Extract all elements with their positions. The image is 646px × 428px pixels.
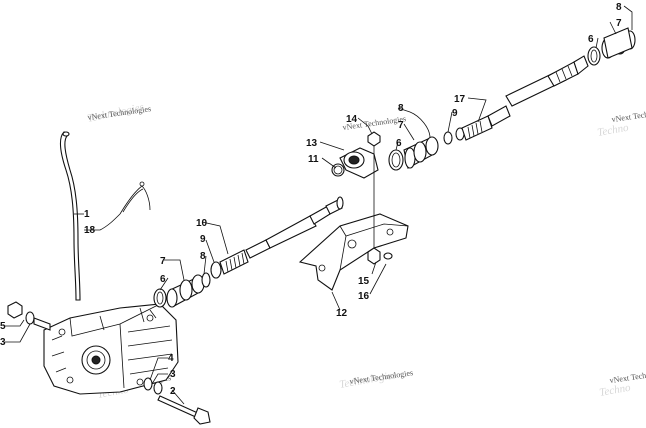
callout-6-left: 6: [160, 274, 166, 285]
callout-7-left: 7: [160, 256, 166, 267]
right-shaft-assembly: [505, 27, 636, 107]
callout-8-center: 8: [398, 103, 404, 114]
left-boot-assembly: [153, 196, 344, 308]
callout-17: 17: [454, 94, 466, 105]
callout-4: 4: [168, 353, 174, 364]
callout-15: 15: [358, 276, 370, 287]
callout-11: 11: [308, 154, 319, 165]
bracket-fasteners: [367, 131, 393, 265]
callout-8-right: 8: [616, 2, 622, 13]
callout-7-right: 7: [616, 18, 622, 29]
callout-5: 5: [0, 321, 6, 332]
callout-10: 10: [196, 218, 208, 229]
callout-7-center: 7: [398, 120, 404, 131]
hose-clamp: [119, 181, 151, 215]
callout-14: 14: [346, 114, 358, 125]
callout-3-left: 3: [0, 337, 6, 348]
watermark-6: vNext Technologies: [609, 367, 646, 385]
leader-lines: [5, 5, 633, 405]
center-bracket: [298, 147, 409, 291]
long-bolt: [143, 377, 211, 425]
svg-text:Techno: Techno: [596, 122, 629, 139]
callout-13: 13: [306, 138, 318, 149]
callout-6-right: 6: [588, 34, 594, 45]
callout-8-left: 8: [200, 251, 206, 262]
callout-12: 12: [336, 308, 348, 319]
mount-bolt-left: [7, 301, 51, 331]
vent-hose: [59, 131, 81, 301]
callout-9-center: 9: [452, 108, 458, 119]
watermark-3: vNext Technologies: [611, 106, 646, 124]
svg-text:Techno: Techno: [598, 382, 631, 399]
callout-6-center: 6: [396, 138, 402, 149]
callout-16: 16: [358, 291, 370, 302]
gear-case: [43, 303, 179, 395]
callout-1: 1: [84, 209, 90, 220]
callout-9-left: 9: [200, 234, 206, 245]
center-boot-assembly: [388, 105, 511, 171]
callout-3-bottom: 3: [170, 369, 176, 380]
callouts: 1 2 3 3 4 5 6 6 6 7 7 7 8 8 8 9 9 10 11 …: [0, 2, 622, 397]
callout-18: 18: [84, 225, 96, 236]
callout-2: 2: [170, 386, 176, 397]
